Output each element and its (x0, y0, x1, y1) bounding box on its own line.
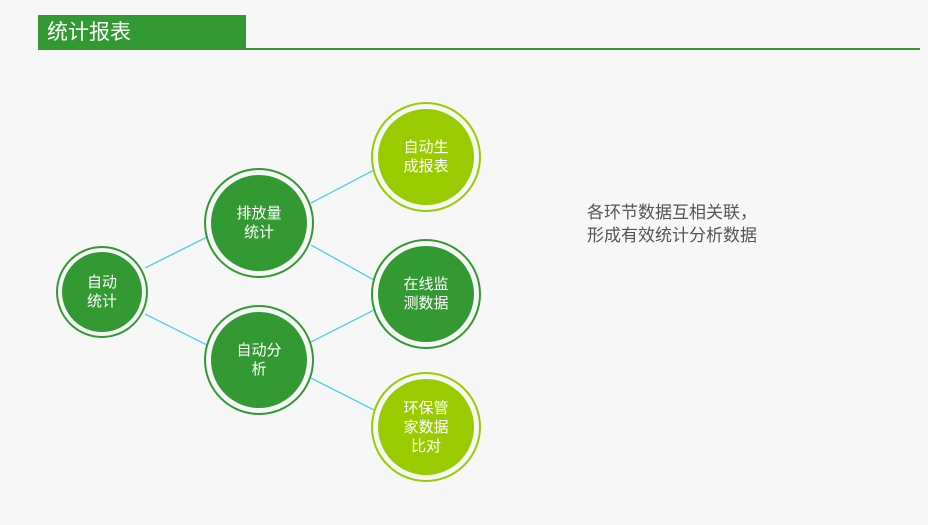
node-auto-report: 自动生 成报表 (378, 109, 474, 205)
node-ring (371, 372, 481, 482)
node-auto-analysis: 自动分 析 (211, 312, 307, 408)
page-title: 统计报表 (38, 15, 246, 49)
node-auto-stats: 自动 统计 (62, 252, 142, 332)
connector (144, 236, 208, 269)
node-ring (204, 305, 314, 415)
connector (310, 309, 375, 343)
title-underline (38, 48, 920, 50)
description-line-1: 各环节数据互相关联， (587, 203, 757, 223)
description-line-2: 形成有效统计分析数据 (587, 226, 757, 246)
connector (144, 313, 208, 346)
connector (310, 244, 375, 281)
node-ring (371, 102, 481, 212)
node-env-compare: 环保管 家数据 比对 (378, 379, 474, 475)
connector (310, 377, 375, 411)
node-ring (204, 168, 314, 278)
node-ring (56, 246, 148, 338)
node-online-monitoring: 在线监 测数据 (378, 246, 474, 342)
description: 各环节数据互相关联， 形成有效统计分析数据 (587, 202, 757, 248)
connector (310, 169, 375, 204)
node-ring (371, 239, 481, 349)
node-emission-stats: 排放量 统计 (211, 175, 307, 271)
